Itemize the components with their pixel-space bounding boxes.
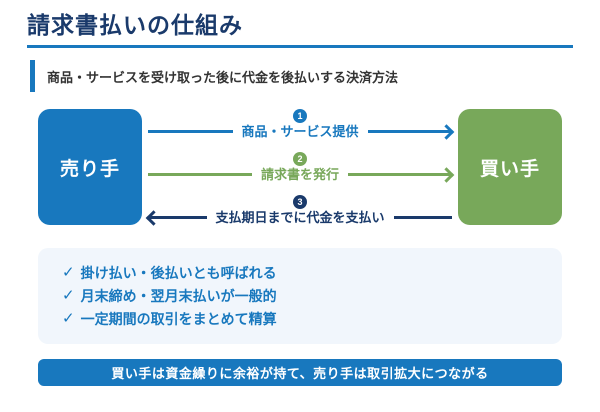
step-3-number-badge: 3 [293, 195, 307, 210]
subtitle-text: 商品・サービスを受け取った後に代金を後払いする決済方法 [47, 69, 399, 85]
note-text: 掛け払い・後払いとも呼ばれる [80, 265, 277, 282]
flow-2-arrow-right-icon [348, 173, 453, 177]
flow-2-line-left [148, 173, 252, 177]
notes-panel: ✓ 掛け払い・後払いとも呼ばれる ✓ 月末締め・翌月末払いが一般的 ✓ 一定期間… [38, 248, 562, 345]
check-icon: ✓ [62, 287, 75, 305]
flow-1-label: 商品・サービス提供 [241, 124, 359, 140]
seller-box: 売り手 [38, 109, 142, 226]
check-icon: ✓ [62, 310, 75, 328]
note-item: ✓ 月末締め・翌月末払いが一般的 [62, 286, 538, 306]
buyer-box: 買い手 [458, 109, 562, 226]
subtitle-block: 商品・サービスを受け取った後に代金を後払いする決済方法 [30, 60, 573, 93]
note-item: ✓ 一定期間の取引をまとめて精算 [62, 309, 538, 329]
flow-1-labels: 1 商品・サービス提供 [242, 109, 359, 139]
infographic-page: 請求書払いの仕組み 商品・サービスを受け取った後に代金を後払いする決済方法 売り… [0, 12, 600, 412]
flow-arrows: 1 商品・サービス提供 2 請求書を発行 [148, 109, 453, 225]
flow-3-labels: 3 支払期日までに代金を支払い [216, 195, 385, 225]
seller-label: 売り手 [59, 158, 120, 180]
flow-step-3: 3 支払期日までに代金を支払い [148, 195, 453, 225]
flow-2-labels: 2 請求書を発行 [261, 152, 339, 182]
check-icon: ✓ [62, 264, 75, 282]
page-title: 請求書払いの仕組み [27, 12, 243, 38]
flow-3-arrow-left-icon [148, 216, 207, 220]
flow-3-label: 支払期日までに代金を支払い [215, 210, 385, 226]
note-text: 一定期間の取引をまとめて精算 [80, 311, 277, 328]
note-text: 月末締め・翌月末払いが一般的 [80, 288, 277, 305]
flow-step-2: 2 請求書を発行 [148, 152, 453, 182]
title-underline [27, 45, 573, 49]
note-item: ✓ 掛け払い・後払いとも呼ばれる [62, 263, 538, 283]
flow-1-arrow-right-icon [367, 130, 453, 134]
footer-banner: 買い手は資金繰りに余裕が持て、売り手は取引拡大につながる [38, 359, 562, 387]
flow-diagram: 売り手 1 商品・サービス提供 2 請求書を発行 [38, 109, 562, 226]
flow-1-line-left [148, 130, 233, 134]
flow-step-1: 1 商品・サービス提供 [148, 109, 453, 139]
buyer-label: 買い手 [479, 158, 540, 180]
step-2-number-badge: 2 [293, 152, 307, 167]
flow-2-label: 請求書を発行 [261, 167, 340, 183]
step-1-number-badge: 1 [293, 109, 307, 124]
flow-3-line-right [393, 216, 453, 220]
